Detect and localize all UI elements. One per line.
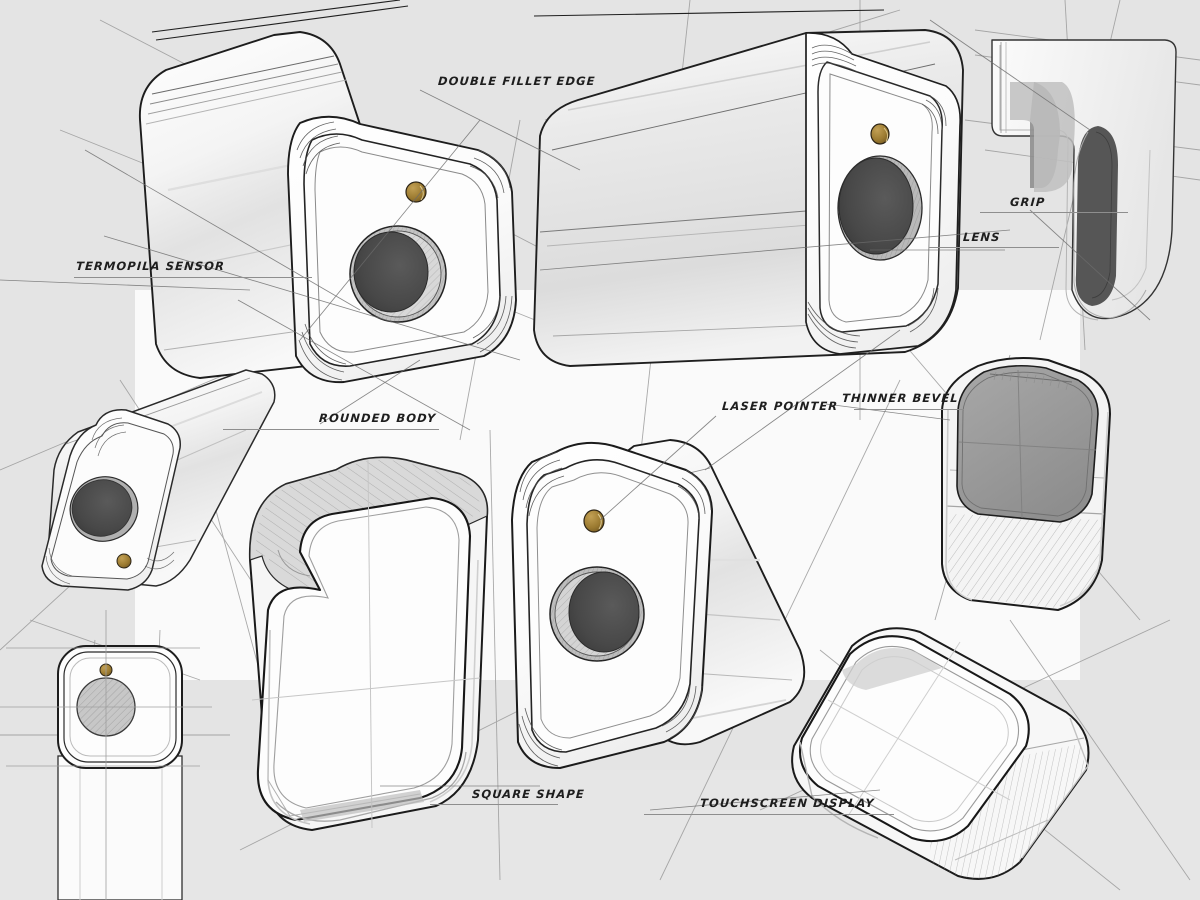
view-display-bucket-right (941, 357, 1111, 611)
annotation-label: ROUNDED BODY (318, 411, 437, 425)
view-hero-body-center (511, 439, 806, 769)
annotation-label: TOUCHSCREEN DISPLAY (699, 796, 876, 810)
annotation-label: THINNER BEVEL (841, 391, 960, 405)
annotation-termopila-sensor[interactable]: TERMOPILA SENSOR (74, 259, 312, 278)
view-small-body-left (41, 369, 276, 591)
top-edge-guidelines (151, 0, 885, 41)
annotation-label: LENS (962, 230, 1002, 244)
leader-line (980, 212, 1128, 213)
construction-lines-front (0, 19, 1151, 811)
annotation-touchscreen-display[interactable]: TOUCHSCREEN DISPLAY (644, 796, 894, 815)
leader-line (854, 409, 964, 410)
view-grip-profile (991, 39, 1177, 321)
annotation-label: TERMOPILA SENSOR (75, 259, 226, 273)
leader-line (223, 429, 439, 430)
leader-line (644, 814, 894, 815)
annotation-grip[interactable]: GRIP (980, 195, 1128, 213)
annotation-rounded-body[interactable]: ROUNDED BODY (223, 411, 439, 430)
annotation-label: GRIP (1009, 195, 1046, 209)
annotation-label: LASER POINTER (721, 399, 839, 413)
annotation-laser-pointer[interactable]: LASER POINTER (721, 399, 839, 413)
leader-line (430, 804, 558, 805)
annotation-double-fillet-edge[interactable]: DOUBLE FILLET EDGE (437, 74, 597, 88)
view-front-small (0, 610, 212, 900)
annotation-label: DOUBLE FILLET EDGE (437, 74, 597, 88)
annotation-label: SQUARE SHAPE (471, 787, 586, 801)
view-hero-body-upper-right (533, 29, 964, 367)
view-display-rotated-bottom (791, 627, 1090, 880)
annotation-thinner-bevel[interactable]: THINNER BEVEL (841, 391, 964, 410)
view-tube-end-center (248, 456, 489, 831)
leader-line (929, 247, 1059, 248)
view-hero-body-upper-left (139, 31, 517, 383)
annotation-lens[interactable]: LENS (929, 230, 1059, 248)
leader-line (74, 277, 312, 278)
annotation-square-shape[interactable]: SQUARE SHAPE (430, 787, 586, 805)
